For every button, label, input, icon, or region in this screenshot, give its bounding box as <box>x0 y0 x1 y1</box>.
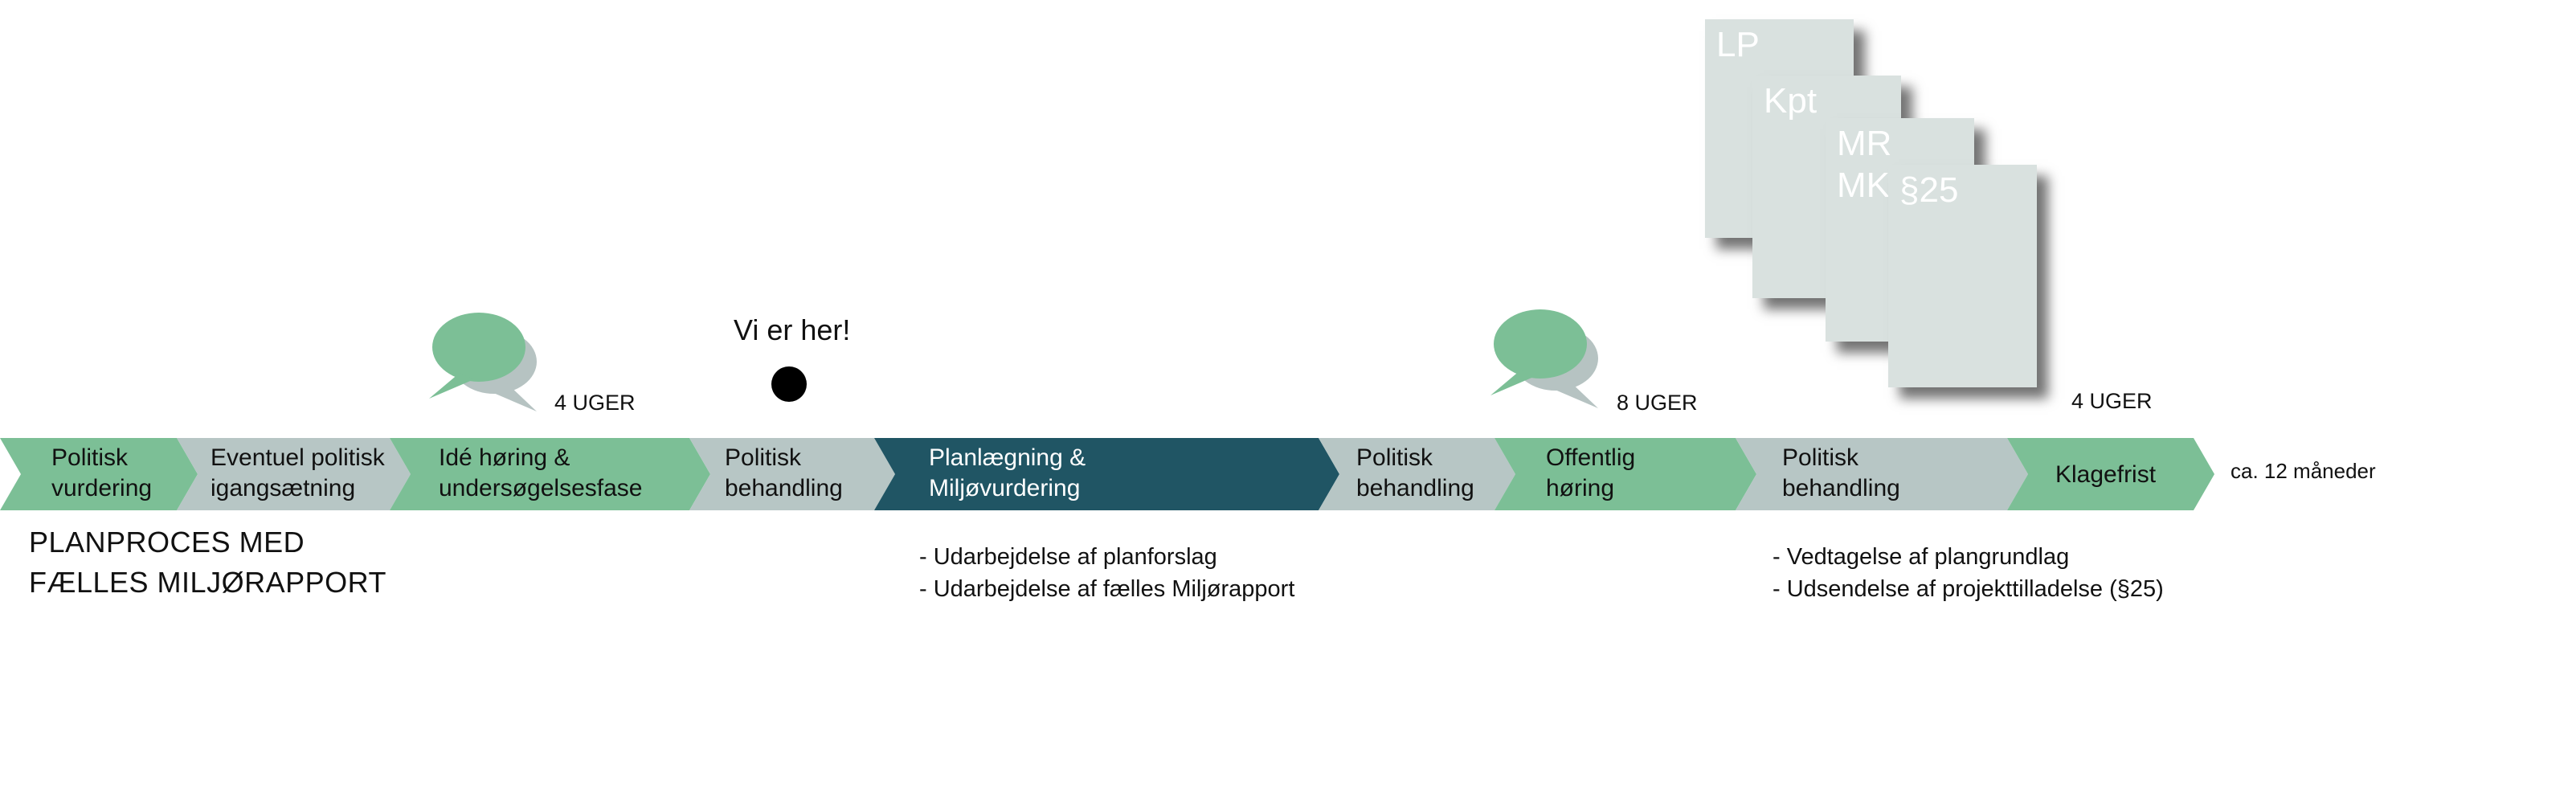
phase-label-line: Eventuel politisk <box>211 444 386 471</box>
current-position-label: Vi er her! <box>734 313 850 346</box>
phase-label-line: Planlægning & <box>929 444 1086 471</box>
phase-label-line: Politisk <box>51 444 129 471</box>
phase-label: Offentlig høring <box>1546 444 1635 501</box>
phase-label: Eventuel politisk igangsætning <box>211 444 386 501</box>
document-label: §25 <box>1899 170 1959 210</box>
phase-label-line: behandling <box>725 475 843 501</box>
title-line: FÆLLES MILJØRAPPORT <box>29 566 386 599</box>
diagram-title: PLANPROCES MED FÆLLES MILJØRAPPORT <box>29 522 386 603</box>
phase-label-line: Klagefrist <box>2055 461 2157 488</box>
note-item: - Udarbejdelse af planforslag <box>919 544 1217 570</box>
document-label: LP <box>1716 25 1760 64</box>
phase-label: Politisk behandling <box>1782 444 1900 501</box>
adoption-notes: - Vedtagelse af plangrundlag - Udsendels… <box>1773 541 2164 605</box>
phase-arrow-eventuel-politisk-igangsaetning <box>177 438 411 510</box>
note-item: - Vedtagelse af plangrundlag <box>1773 544 2070 570</box>
phase-label: Politisk behandling <box>725 444 843 501</box>
phase-arrow-klagefrist <box>2007 438 2214 510</box>
phase-label: Politisk vurdering <box>51 444 152 501</box>
phase-label-line: behandling <box>1782 475 1900 501</box>
phase-label-line: Idé høring & <box>439 444 570 471</box>
phase-arrow-ide-horing <box>390 438 710 510</box>
hearing-duration: 8 UGER <box>1617 391 1698 415</box>
phase-label-line: igangsætning <box>211 475 355 501</box>
current-position-marker <box>771 366 807 402</box>
phase-arrow-offentlig-horing <box>1494 438 1756 510</box>
phase-label: Klagefrist <box>2055 461 2157 488</box>
hearing-duration: 4 UGER <box>2071 389 2153 413</box>
phase-arrows <box>0 438 2214 510</box>
phase-label-line: Offentlig <box>1546 444 1635 471</box>
phase-arrow-politisk-behandling-3 <box>1736 438 2028 510</box>
phase-label: Idé høring & undersøgelsesfase <box>439 444 642 501</box>
document-label: Kpt <box>1764 81 1818 121</box>
phase-label-line: behandling <box>1356 475 1474 501</box>
phase-label: Politisk behandling <box>1356 444 1474 501</box>
phase-label-line: Politisk <box>1782 444 1859 471</box>
document-label: MR MK <box>1837 124 1892 205</box>
phase-arrow-politisk-behandling-1 <box>689 438 895 510</box>
total-duration-label: ca. 12 måneder <box>2230 459 2376 483</box>
hearing-duration: 4 UGER <box>554 391 636 415</box>
title-line: PLANPROCES MED <box>29 526 305 559</box>
speech-bubbles-icon <box>429 313 537 411</box>
phase-arrow-politisk-behandling-2 <box>1319 438 1515 510</box>
speech-bubbles-icon <box>1490 309 1598 408</box>
phase-label-line: undersøgelsesfase <box>439 475 642 501</box>
phase-label-line: Politisk <box>725 444 802 471</box>
phase-label-line: vurdering <box>51 475 152 501</box>
phase-label-line: høring <box>1546 475 1614 501</box>
note-item: - Udarbejdelse af fælles Miljørapport <box>919 576 1295 602</box>
phase-labels: Politisk vurdering Eventuel politisk igang… <box>51 444 2157 501</box>
phase-arrow-politisk-vurdering <box>0 438 198 510</box>
phase-label: Planlægning & Miljøvurdering <box>929 444 1086 501</box>
phase-arrow-planlaegning-miljovurdering <box>874 438 1339 510</box>
document-25: §25 <box>1888 165 2037 387</box>
note-item: - Udsendelse af projekttilladelse (§25) <box>1773 576 2164 602</box>
phase-label-line: Miljøvurdering <box>929 475 1080 501</box>
planning-notes: - Udarbejdelse af planforslag - Udarbejd… <box>919 541 1294 605</box>
phase-label-line: Politisk <box>1356 444 1433 471</box>
